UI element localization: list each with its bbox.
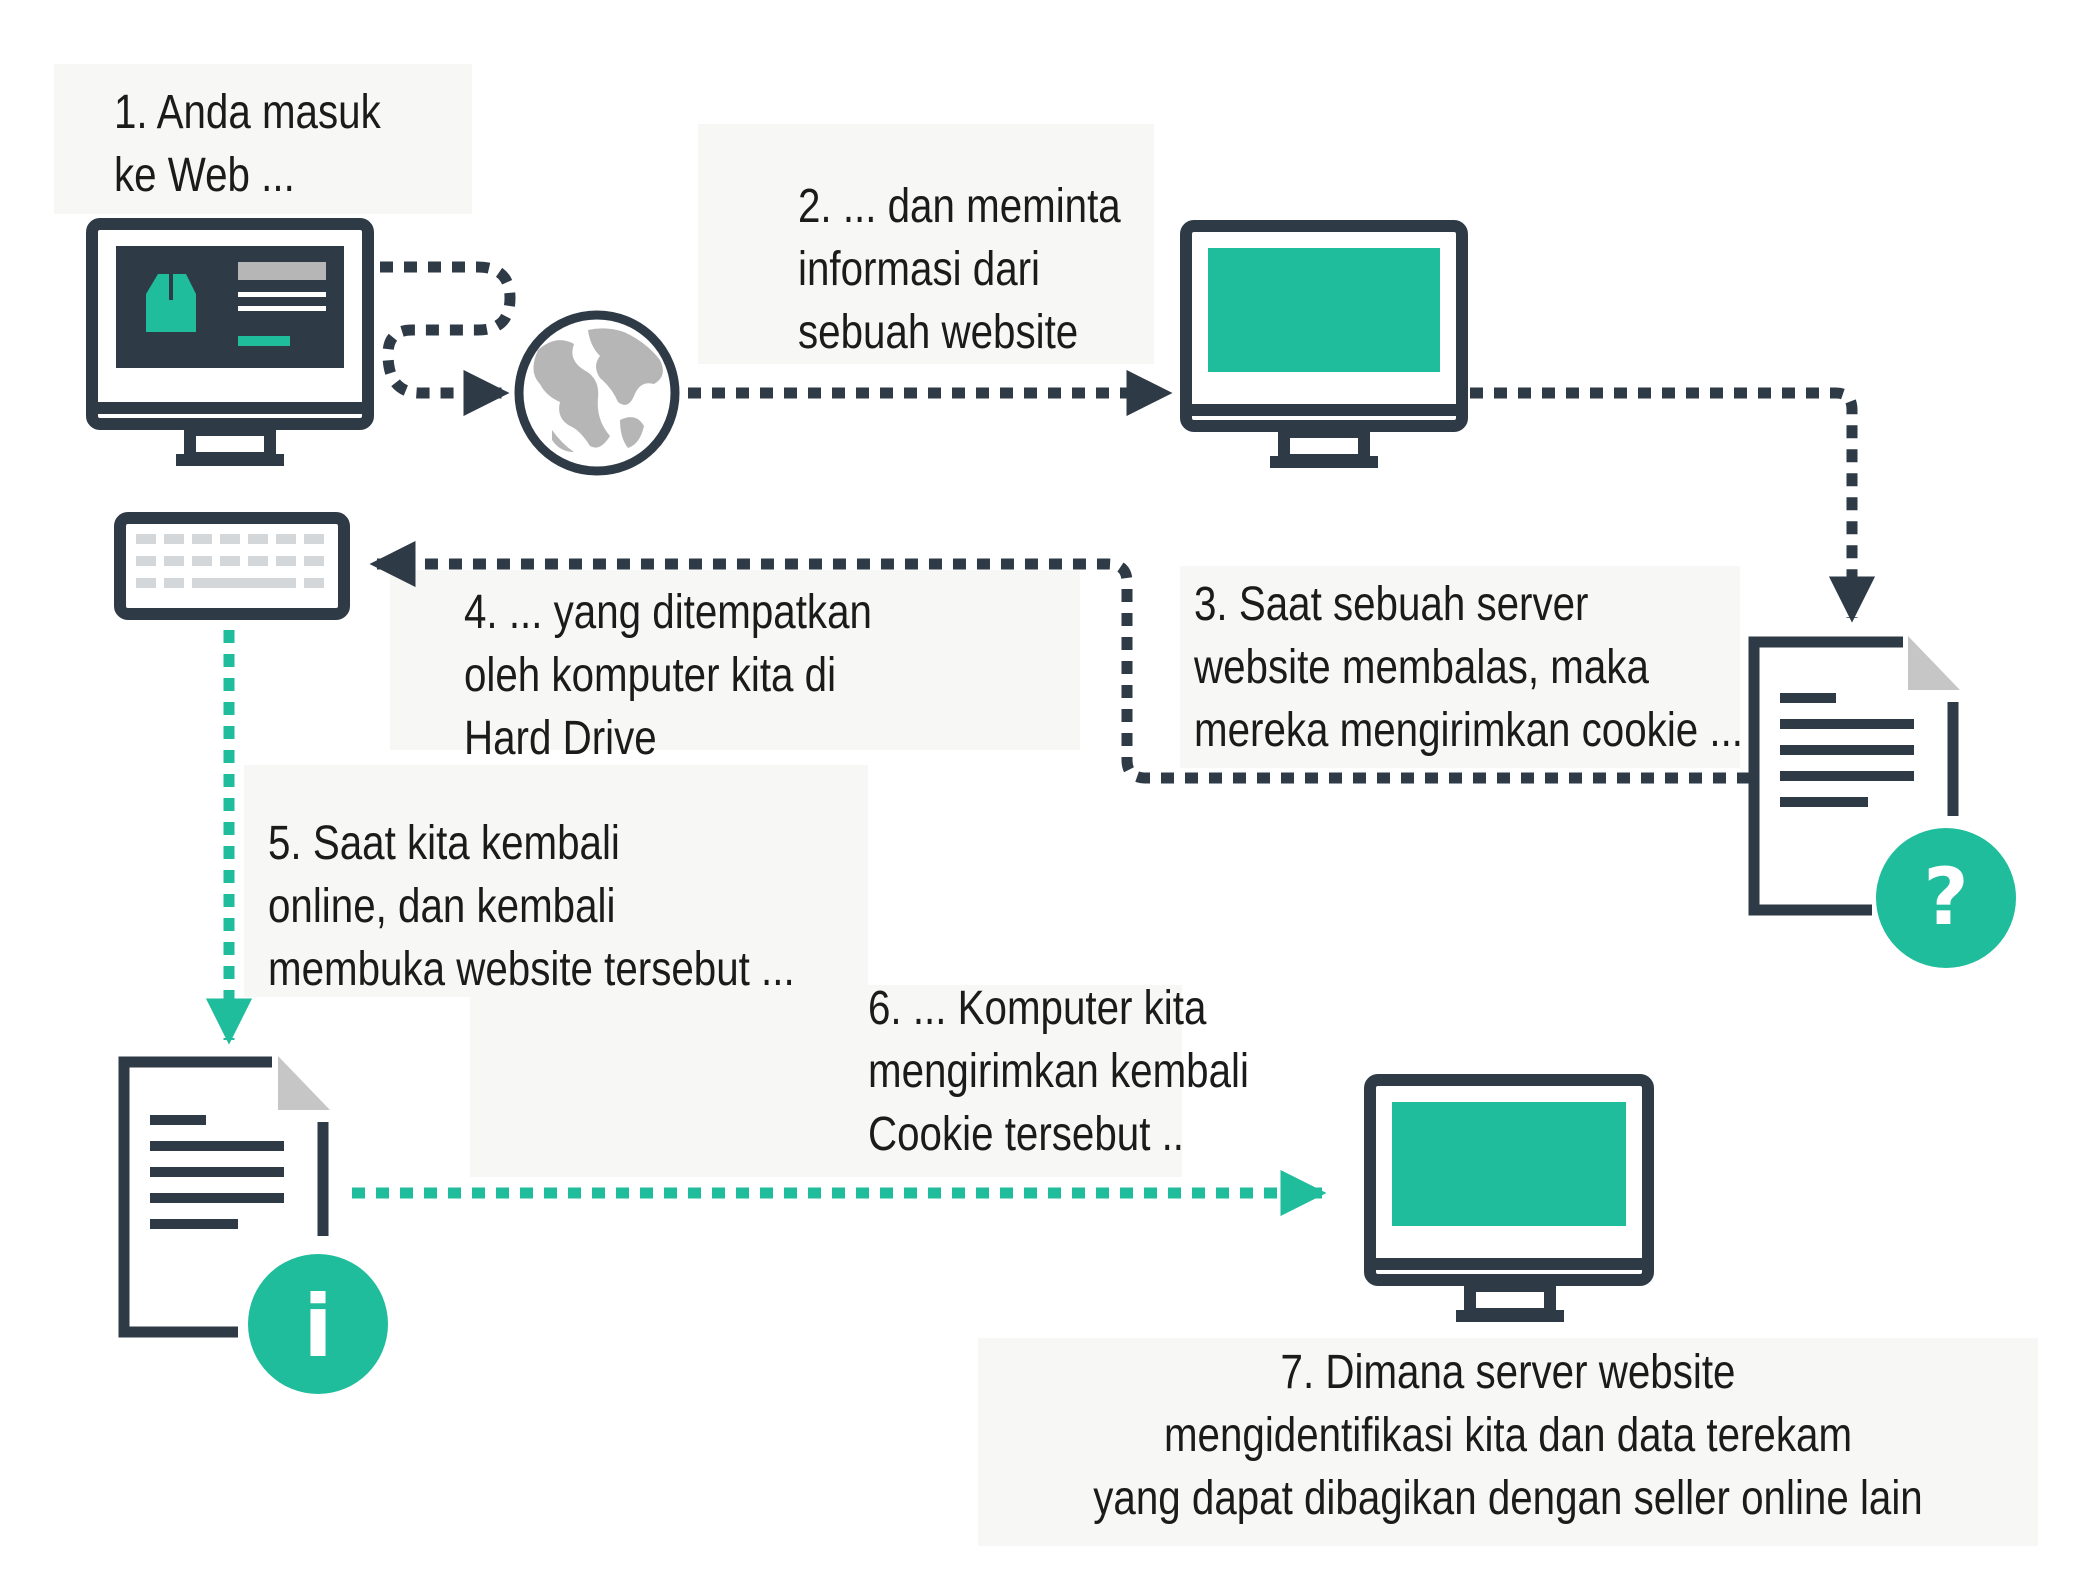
step-4-line-2: oleh komputer kita di <box>464 649 837 702</box>
cookie-document-icon: ? <box>1748 636 2016 968</box>
step-3-label-bg <box>1180 566 1740 768</box>
question-badge-glyph: ? <box>1923 853 1968 943</box>
step-3-line-1: 3. Saat sebuah server <box>1194 578 1589 631</box>
step-5-label: 5. Saat kita kembali online, dan kembali… <box>268 812 795 1001</box>
identifying-monitor-icon <box>1364 1074 1654 1322</box>
step-2-label: 2. ... dan meminta informasi dari sebuah… <box>798 175 1121 364</box>
step-5-line-1: 5. Saat kita kembali <box>268 817 620 870</box>
connector-document-to-keyboard <box>369 540 1750 784</box>
step-2-line-2: informasi dari <box>798 243 1040 296</box>
step-3-label: 3. Saat sebuah server website membalas, … <box>1194 573 1743 762</box>
step-4-label-bg <box>390 570 1080 750</box>
step-2-line-1: 2. ... dan meminta <box>798 180 1121 233</box>
step-1-line-1: 1. Anda masuk <box>114 86 381 139</box>
step-6-label-bg <box>470 985 1182 1177</box>
user-computer-icon <box>86 218 374 466</box>
step-6-label: 6. ... Komputer kita mengirimkan kembali… <box>868 977 1249 1166</box>
step-5-label-bg <box>244 765 868 997</box>
globe-icon <box>514 310 680 476</box>
connector-server-to-document <box>1470 387 1876 623</box>
info-badge-icon <box>248 1254 388 1394</box>
connector-computer-to-globe <box>380 261 516 417</box>
step-3-line-2: website membalas, maka <box>1194 641 1649 694</box>
step-1-label: 1. Anda masuk ke Web ... <box>114 81 381 207</box>
step-2-label-bg <box>698 124 1154 364</box>
keyboard-icon <box>114 512 350 620</box>
server-monitor-icon <box>1180 220 1468 468</box>
step-1-label-bg <box>54 64 472 214</box>
step-7-label-bg <box>978 1338 2038 1546</box>
step-4-line-3: Hard Drive <box>464 712 657 765</box>
question-badge-icon <box>1876 828 2016 968</box>
step-5-line-2: online, dan kembali <box>268 880 616 933</box>
step-1-line-2: ke Web ... <box>114 149 295 202</box>
step-5-line-3: membuka website tersebut ... <box>268 943 795 996</box>
info-badge-glyph: i <box>303 1277 332 1377</box>
step-6-line-2: mengirimkan kembali <box>868 1045 1249 1098</box>
step-7-line-2: mengidentifikasi kita dan data terekam <box>1163 1409 1853 1462</box>
step-7-line-1: 7. Dimana server website <box>1280 1346 1736 1399</box>
step-7-line-3: yang dapat dibagikan dengan seller onlin… <box>1093 1472 1923 1525</box>
stored-cookie-document-icon: i <box>118 1056 388 1394</box>
step-3-line-3: mereka mengirimkan cookie ... <box>1194 704 1744 757</box>
step-4-line-1: 4. ... yang ditempatkan <box>464 586 872 639</box>
step-7-label: 7. Dimana server website mengidentifikas… <box>1063 1341 1953 1530</box>
step-4-label: 4. ... yang ditempatkan oleh komputer ki… <box>464 581 872 770</box>
step-6-line-3: Cookie tersebut .. <box>868 1108 1185 1161</box>
step-6-line-1: 6. ... Komputer kita <box>868 982 1207 1035</box>
step-2-line-3: sebuah website <box>798 306 1079 359</box>
